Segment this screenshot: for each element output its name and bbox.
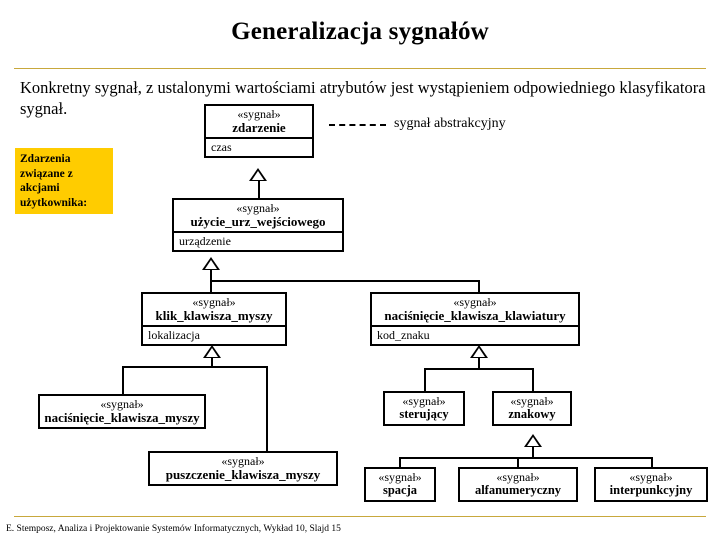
class-stereotype: «sygnał»: [192, 295, 236, 309]
callout-line-2: związane z: [20, 167, 73, 180]
page-title: Generalizacja sygnałów: [231, 18, 489, 45]
class-name: interpunkcyjny: [609, 483, 693, 497]
generalization-stem-klik: [211, 358, 213, 368]
class-attribute: lokalizacja: [143, 325, 285, 344]
class-header-zdarzenie: «sygnał» zdarzenie: [206, 106, 312, 137]
generalization-triangle-znakowy: [524, 434, 542, 447]
class-attribute: czas: [206, 137, 312, 156]
class-box-puszczenie-klawisza-myszy[interactable]: «sygnał» puszczenie_klawisza_myszy: [148, 451, 338, 486]
class-stereotype: «sygnał»: [496, 470, 540, 484]
intro-paragraph: Konkretny sygnał, z ustalonymi wartościa…: [20, 78, 706, 118]
callout-line-1: Zdarzenia: [20, 153, 71, 165]
class-box-nacisniecie-klawisza-klawiatury[interactable]: «sygnał» naciśnięcie_klawisza_klawiatury…: [370, 292, 580, 346]
note-connector-dashed: [329, 124, 386, 126]
footer-divider: [14, 516, 706, 517]
class-box-alfanumeryczny[interactable]: «sygnał» alfanumeryczny: [458, 467, 578, 502]
class-attribute: urządzenie: [174, 231, 342, 250]
footer-credit: E. Stemposz, Analiza i Projektowanie Sys…: [6, 524, 341, 534]
generalization-triangle-zdarzenie: [249, 168, 267, 181]
class-box-nacisniecie-klawisza-myszy[interactable]: «sygnał» naciśnięcie_klawisza_myszy: [38, 394, 206, 429]
class-box-zdarzenie[interactable]: «sygnał» zdarzenie czas: [204, 104, 314, 158]
class-name: naciśnięcie_klawisza_myszy: [44, 410, 200, 425]
class-name: użycie_urz_wejściowego: [190, 214, 326, 229]
class-box-uzycie-urz-wejsciowego[interactable]: «sygnał» użycie_urz_wejściowego urządzen…: [172, 198, 344, 252]
generalization-drop-puszczenie-myszy: [266, 366, 268, 451]
generalization-bus-klik: [122, 366, 268, 368]
generalization-drop-nacisniecie-myszy: [122, 366, 124, 394]
class-name: znakowy: [508, 407, 556, 421]
class-stereotype: «sygnał»: [510, 394, 554, 408]
class-name: alfanumeryczny: [474, 483, 562, 497]
class-stereotype: «sygnał»: [378, 470, 422, 484]
class-stereotype: «sygnał»: [100, 397, 144, 411]
class-name: klik_klawisza_myszy: [155, 308, 273, 323]
class-header-klik: «sygnał» klik_klawisza_myszy: [143, 294, 285, 325]
class-box-spacja[interactable]: «sygnał» spacja: [364, 467, 436, 502]
class-header-interpunkcyjny: «sygnał» interpunkcyjny: [596, 469, 706, 500]
generalization-bus-uzycie: [210, 280, 480, 282]
class-box-interpunkcyjny[interactable]: «sygnał» interpunkcyjny: [594, 467, 708, 502]
generalization-drop-spacja: [399, 457, 401, 467]
class-header-uzycie: «sygnał» użycie_urz_wejściowego: [174, 200, 342, 231]
note-label-abstract-signal: sygnał abstrakcyjny: [394, 116, 506, 131]
generalization-drop-interpunkcyjny: [651, 457, 653, 467]
class-header-znakowy: «sygnał» znakowy: [494, 393, 570, 424]
generalization-bus-klawiatury: [424, 368, 534, 370]
generalization-triangle-klawiatury: [470, 345, 488, 358]
class-box-klik-klawisza-myszy[interactable]: «sygnał» klik_klawisza_myszy lokalizacja: [141, 292, 287, 346]
class-stereotype: «sygnał»: [221, 454, 265, 468]
class-name: zdarzenie: [232, 120, 286, 135]
generalization-drop-znakowy: [532, 368, 534, 391]
callout-user-actions: Zdarzenia związane z akcjami użytkownika…: [15, 148, 113, 214]
generalization-stem-uzycie: [210, 270, 212, 282]
class-stereotype: «sygnał»: [402, 394, 446, 408]
class-name: sterujący: [399, 407, 449, 421]
callout-line-3: akcjami: [20, 182, 60, 194]
class-header-nacisniecie-myszy: «sygnał» naciśnięcie_klawisza_myszy: [40, 396, 204, 427]
generalization-drop-klawiatury: [478, 280, 480, 292]
generalization-stem-znakowy: [532, 447, 534, 459]
class-name: puszczenie_klawisza_myszy: [165, 467, 321, 482]
class-header-sterujacy: «sygnał» sterujący: [385, 393, 463, 424]
class-header-alfanumeryczny: «sygnał» alfanumeryczny: [460, 469, 576, 500]
class-box-sterujacy[interactable]: «sygnał» sterujący: [383, 391, 465, 426]
generalization-line-zdarzenie-uzycie: [258, 181, 260, 198]
header-divider: [14, 68, 706, 69]
generalization-triangle-uzycie: [202, 257, 220, 270]
generalization-drop-alfanumeryczny: [517, 457, 519, 467]
generalization-triangle-klik: [203, 345, 221, 358]
callout-line-4: użytkownika:: [20, 196, 88, 209]
class-header-puszczenie-myszy: «sygnał» puszczenie_klawisza_myszy: [150, 453, 336, 484]
class-stereotype: «sygnał»: [453, 295, 497, 309]
class-stereotype: «sygnał»: [236, 201, 280, 215]
class-header-spacja: «sygnał» spacja: [366, 469, 434, 500]
class-header-klawiatury: «sygnał» naciśnięcie_klawisza_klawiatury: [372, 294, 578, 325]
class-box-znakowy[interactable]: «sygnał» znakowy: [492, 391, 572, 426]
class-name: naciśnięcie_klawisza_klawiatury: [384, 308, 566, 323]
class-attribute: kod_znaku: [372, 325, 578, 344]
generalization-drop-klik: [210, 280, 212, 292]
generalization-bus-znakowy: [399, 457, 653, 459]
class-stereotype: «sygnał»: [629, 470, 673, 484]
class-name: spacja: [382, 483, 418, 497]
class-stereotype: «sygnał»: [237, 107, 281, 121]
generalization-stem-klawiatury: [478, 358, 480, 370]
generalization-drop-sterujacy: [424, 368, 426, 391]
